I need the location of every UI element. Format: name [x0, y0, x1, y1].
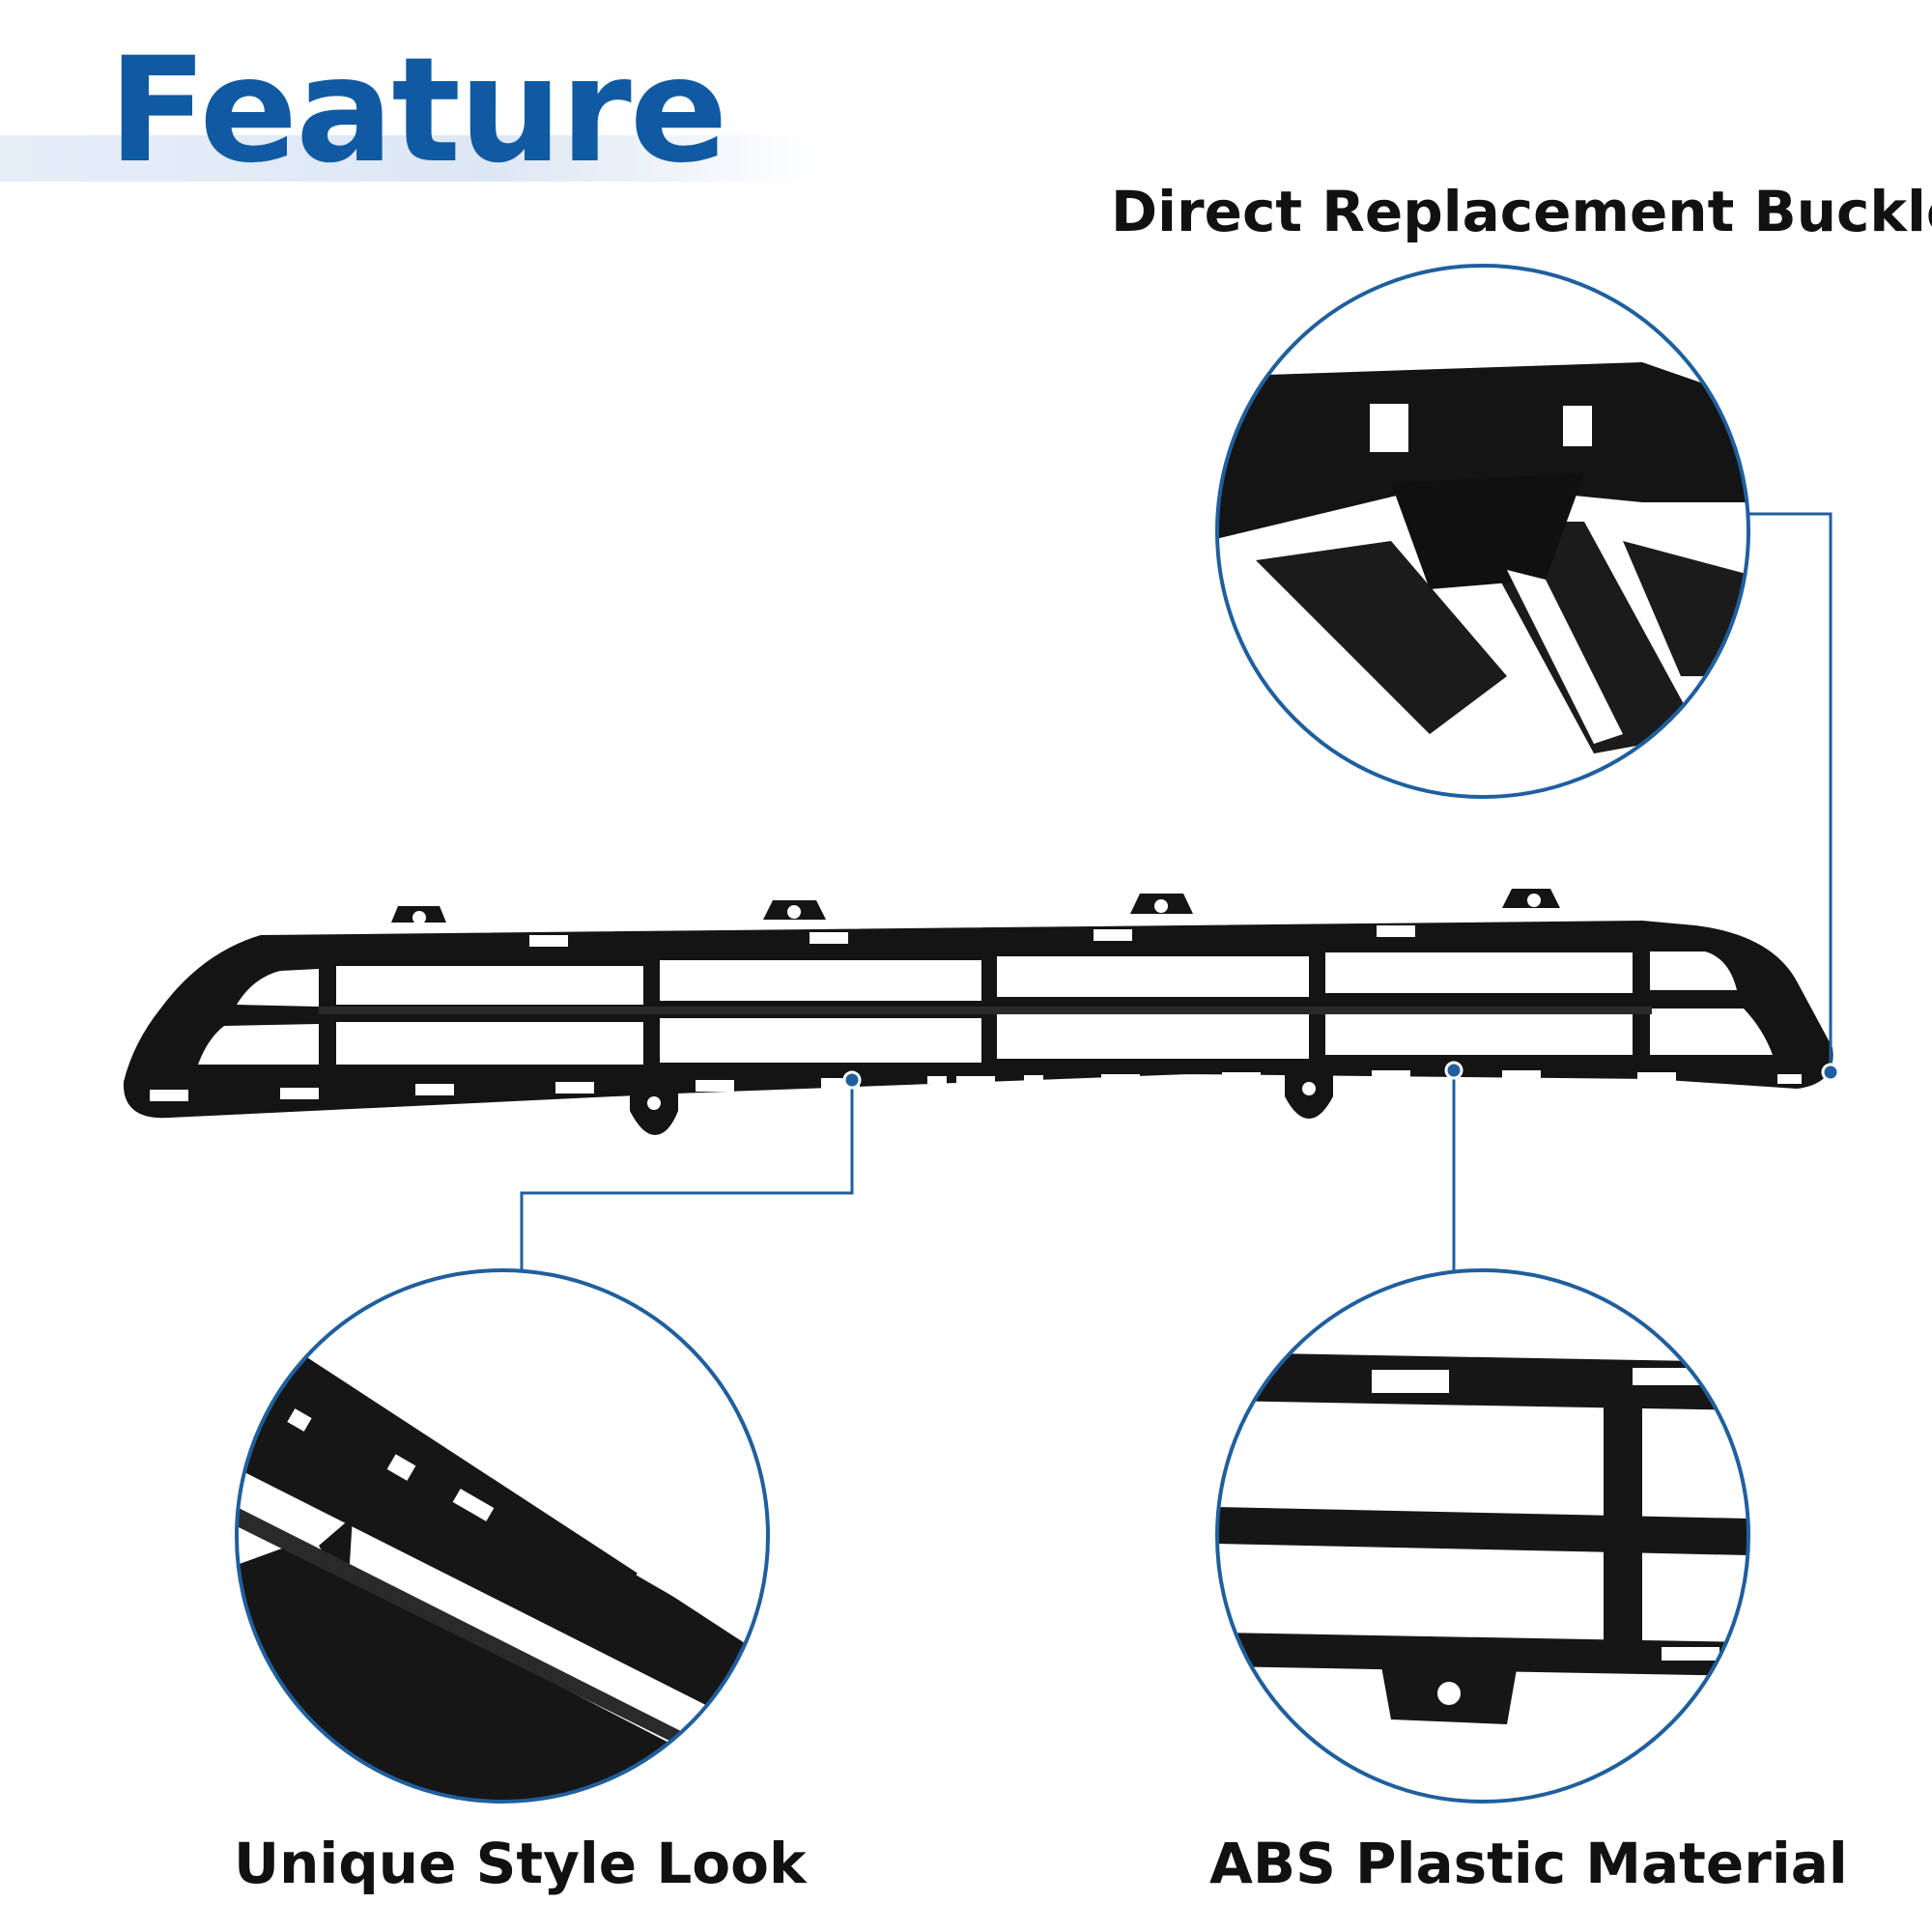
feature-label-material: ABS Plastic Material: [1209, 1831, 1848, 1896]
callout-dot-style: [842, 1070, 862, 1090]
page-title: Feature: [108, 27, 728, 195]
bumper-grille-part: [123, 889, 1833, 1135]
feature-label-buckle: Direct Replacement Buckle: [1111, 179, 1932, 244]
zoom-material-detail: [1217, 1270, 1748, 1802]
callout-dot-buckle: [1821, 1063, 1840, 1082]
feature-label-style: Unique Style Look: [234, 1831, 807, 1896]
zoom-buckle-detail: [1217, 266, 1748, 797]
title-underline-band: [0, 135, 821, 182]
zoom-circle-buckle: [1215, 264, 1750, 799]
zoom-circle-material: [1215, 1268, 1750, 1804]
callout-dot-material: [1444, 1061, 1463, 1080]
zoom-style-detail: [237, 1270, 768, 1802]
leader-lines: [520, 512, 1833, 1270]
zoom-circle-style: [235, 1268, 770, 1804]
